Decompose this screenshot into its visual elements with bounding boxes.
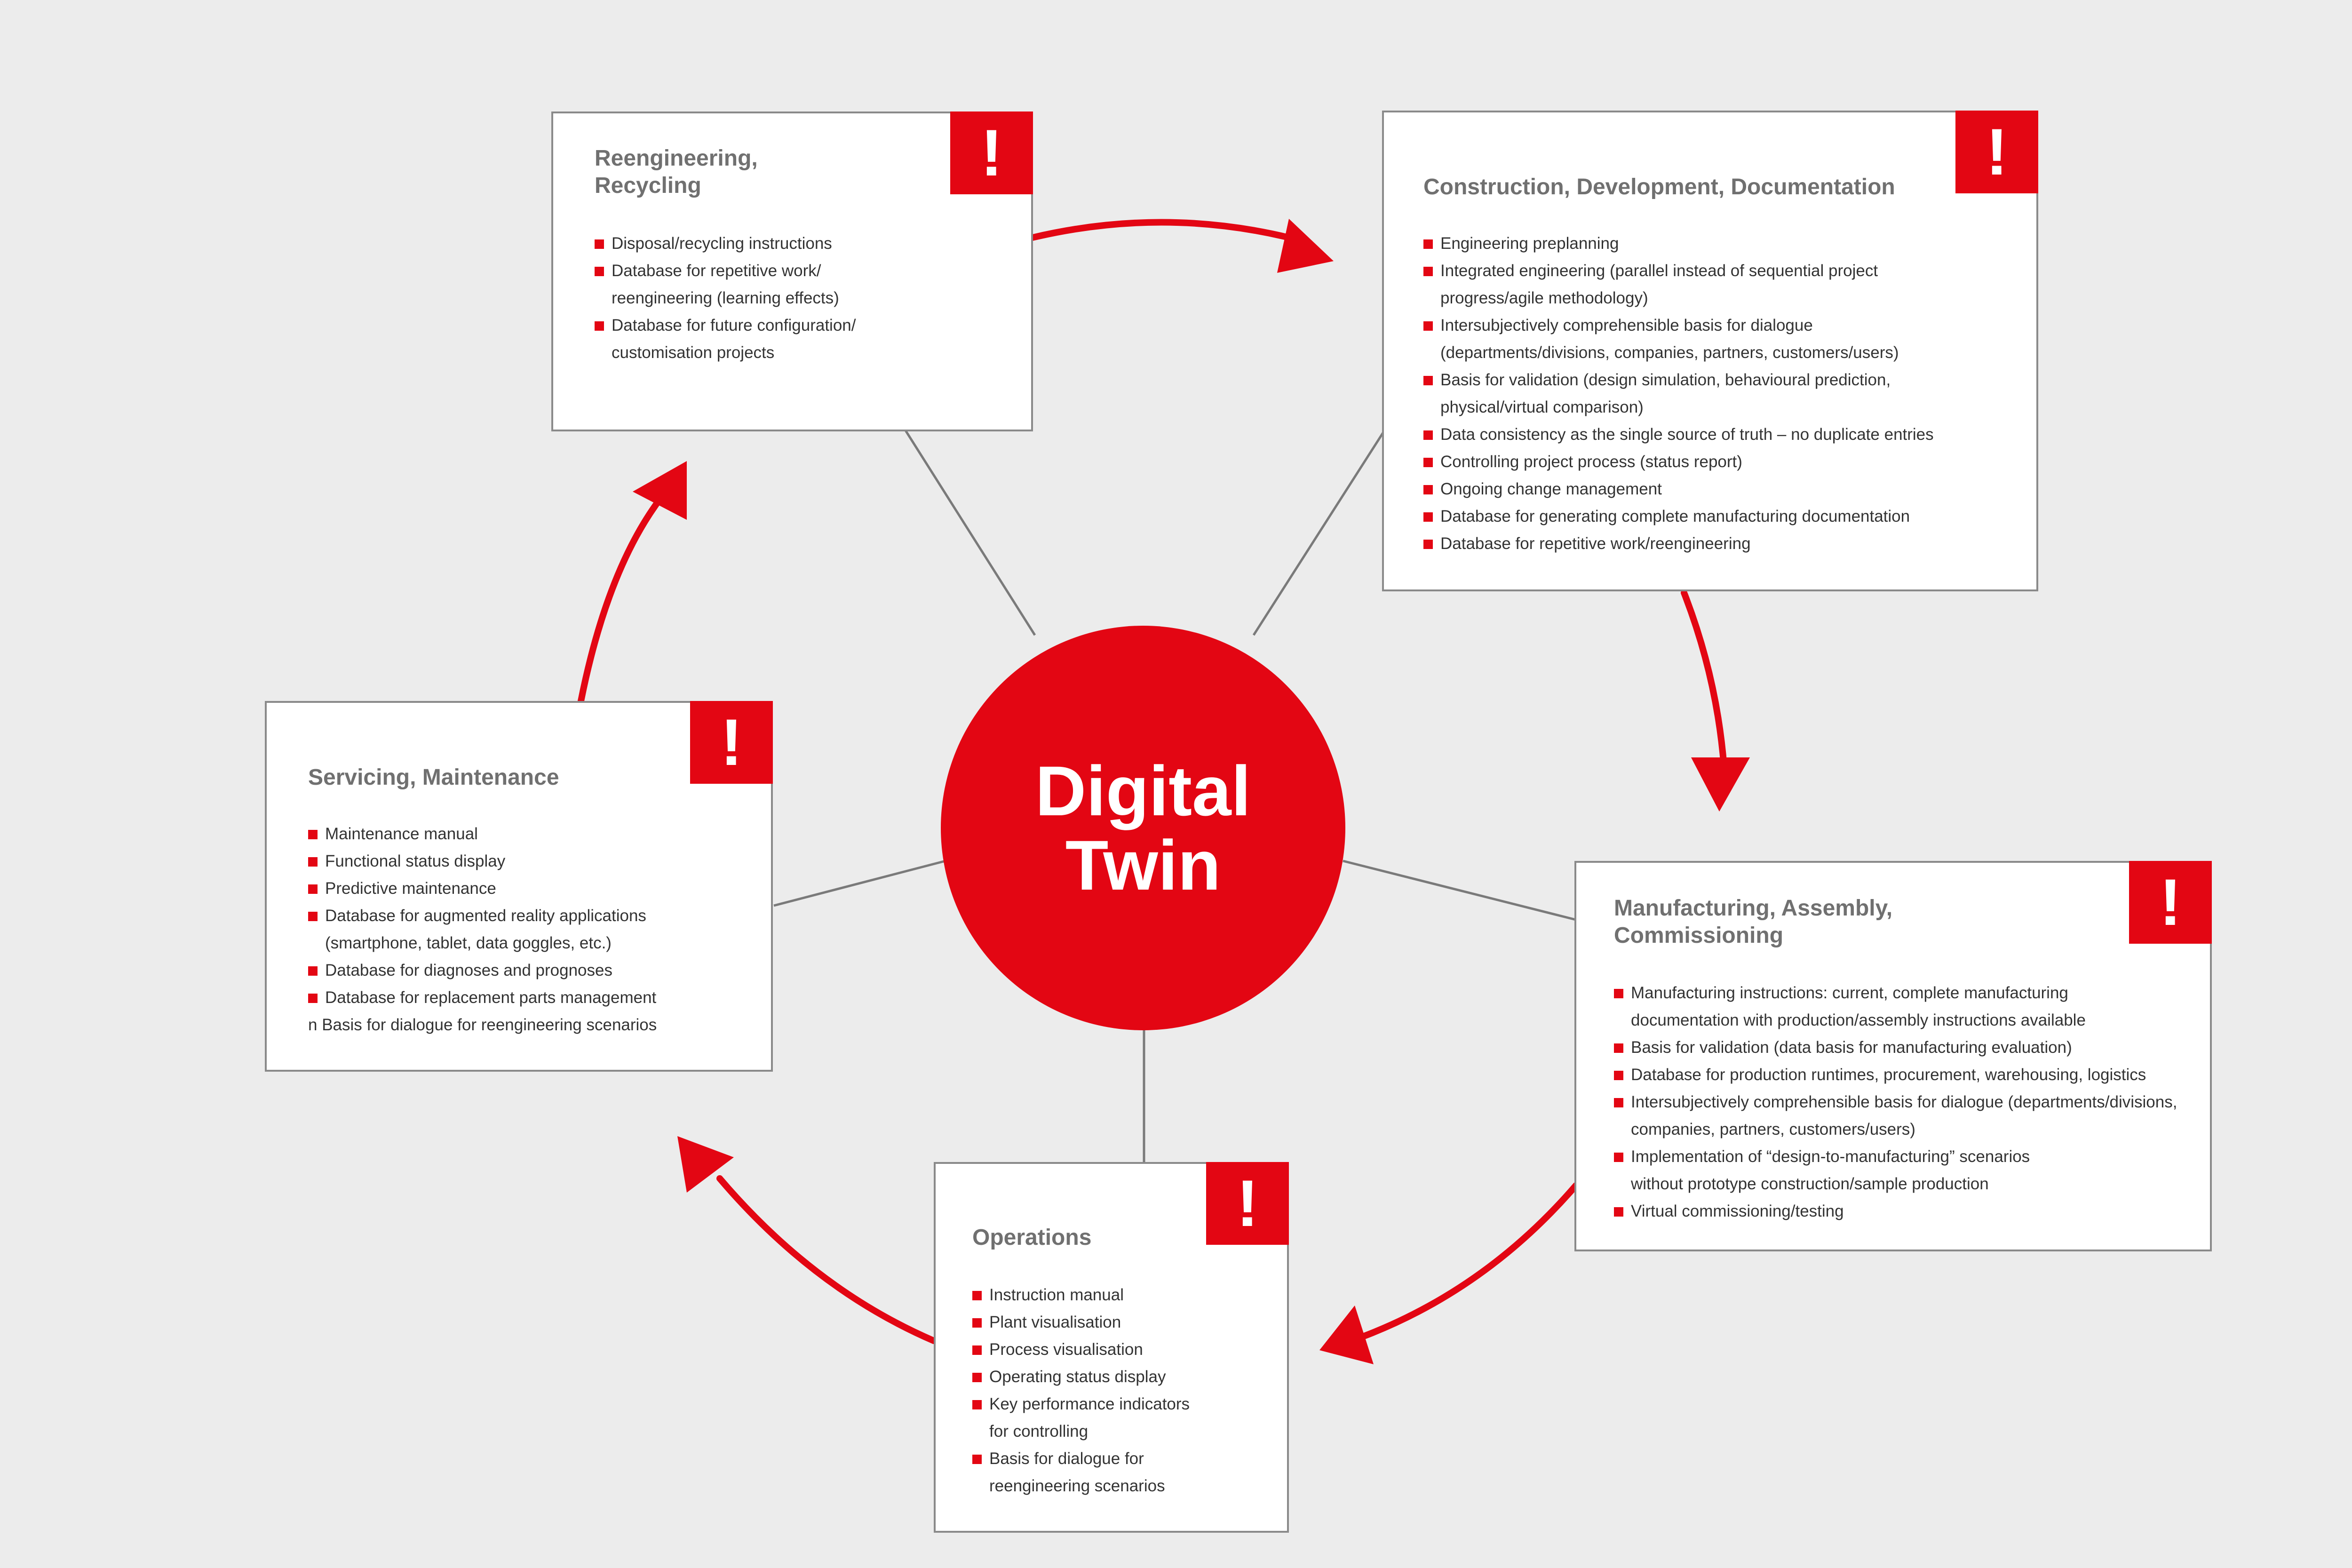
list-item: Basis for validation (design simulation,… xyxy=(1423,366,1934,421)
arrowhead-servicing xyxy=(677,1136,734,1193)
stage-title: Servicing, Maintenance xyxy=(308,765,559,790)
list-item: Intersubjectively comprehensible basis f… xyxy=(1614,1089,2177,1143)
list-item: Controlling project process (status repo… xyxy=(1423,448,1934,476)
list-item: Operating status display xyxy=(972,1363,1190,1391)
list-item: Database for augmented reality applicati… xyxy=(308,902,657,957)
arrowhead-construction xyxy=(1277,219,1334,273)
list-item: Database for diagnoses and prognoses xyxy=(308,957,657,984)
exclamation-icon: ! xyxy=(1206,1162,1289,1245)
list-item: Process visualisation xyxy=(972,1336,1190,1363)
list-item: Intersubjectively comprehensible basis f… xyxy=(1423,312,1934,366)
list-item: Virtual commissioning/testing xyxy=(1614,1198,2177,1225)
list-item: Ongoing change management xyxy=(1423,476,1934,503)
hub-title: Digital Twin xyxy=(1035,751,1251,905)
cycle-arrow-manufacturing-to-operations xyxy=(1361,1182,1579,1339)
cycle-arrow-operations-to-servicing xyxy=(716,1175,937,1344)
stage-box-construction: ! Construction, Development, Documentati… xyxy=(1382,111,2038,591)
list-item: Database for future configuration/custom… xyxy=(595,312,856,366)
spoke-servicing xyxy=(773,860,946,907)
spoke-reengineering xyxy=(904,430,1036,636)
stage-title: Manufacturing, Assembly, Commissioning xyxy=(1614,896,1893,948)
spoke-construction xyxy=(1252,432,1384,636)
stage-box-servicing: ! Servicing, Maintenance Maintenance man… xyxy=(265,701,773,1072)
cycle-arrow-reengineering-to-construction xyxy=(1029,219,1292,241)
list-item: Database for generating complete manufac… xyxy=(1423,503,1934,530)
list-item: Database for production runtimes, procur… xyxy=(1614,1061,2177,1089)
stage-box-manufacturing: ! Manufacturing, Assembly, Commissioning… xyxy=(1574,861,2212,1251)
list-item: Manufacturing instructions: current, com… xyxy=(1614,979,2177,1034)
list-item: Basis for validation (data basis for man… xyxy=(1614,1034,2177,1061)
list-item: Database for repetitive work/reengineeri… xyxy=(595,257,856,312)
digital-twin-hub: Digital Twin xyxy=(941,626,1345,1030)
list-item: Plant visualisation xyxy=(972,1309,1190,1336)
exclamation-icon: ! xyxy=(2129,861,2212,944)
list-item: Integrated engineering (parallel instead… xyxy=(1423,257,1934,312)
arrowhead-reengineering xyxy=(633,461,687,520)
exclamation-icon: ! xyxy=(690,701,773,784)
list-item: Data consistency as the single source of… xyxy=(1423,421,1934,448)
stage-item-list: Manufacturing instructions: current, com… xyxy=(1614,979,2177,1225)
exclamation-icon: ! xyxy=(950,111,1033,194)
list-item: Implementation of “design-to-manufacturi… xyxy=(1614,1143,2177,1198)
list-item: Instruction manual xyxy=(972,1281,1190,1309)
stage-box-reengineering: ! Reengineering, Recycling Disposal/recy… xyxy=(551,111,1033,431)
arrowhead-manufacturing xyxy=(1691,757,1750,812)
list-item: Database for repetitive work/reengineeri… xyxy=(1423,530,1934,557)
list-item-extra: n Basis for dialogue for reengineering s… xyxy=(308,1016,657,1034)
exclamation-icon: ! xyxy=(1955,111,2038,193)
list-item: Disposal/recycling instructions xyxy=(595,230,856,257)
list-item: Maintenance manual xyxy=(308,820,657,848)
cycle-arrow-servicing-to-reengineering xyxy=(578,498,662,704)
list-item: Engineering preplanning xyxy=(1423,230,1934,257)
stage-title: Reengineering, Recycling xyxy=(595,146,758,198)
cycle-arrow-construction-to-manufacturing xyxy=(1681,589,1727,770)
stage-title: Operations xyxy=(972,1225,1092,1250)
list-item: Predictive maintenance xyxy=(308,875,657,902)
spoke-manufacturing xyxy=(1343,860,1576,921)
list-item: Database for replacement parts managemen… xyxy=(308,984,657,1011)
stage-title: Construction, Development, Documentation xyxy=(1423,175,1895,199)
list-item: Functional status display xyxy=(308,848,657,875)
arrowhead-operations xyxy=(1319,1305,1374,1364)
